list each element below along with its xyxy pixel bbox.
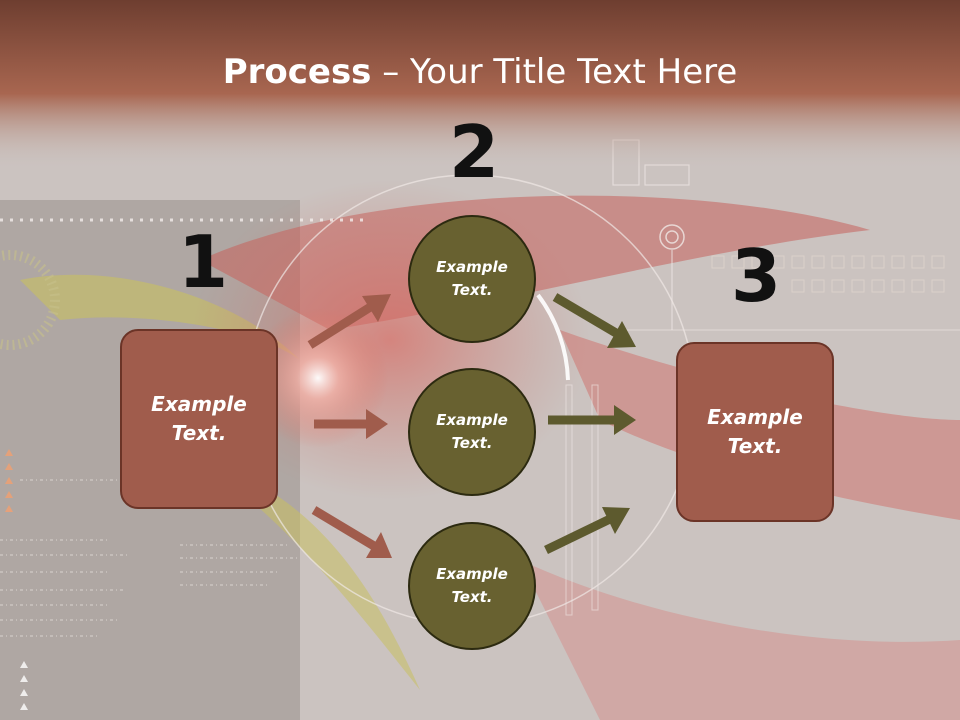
step-number-3: 3	[731, 234, 782, 318]
step-number-1: 1	[178, 220, 229, 304]
arrow-left-middle	[314, 409, 388, 439]
left-step-text: Example Text.	[151, 392, 247, 445]
circle-bottom-text: Example Text.	[436, 565, 508, 606]
title-rest: – Your Title Text Here	[371, 52, 738, 92]
circle-top-text: Example Text.	[436, 258, 508, 299]
arrow-left-up	[307, 294, 391, 349]
right-step-text: Example Text.	[707, 405, 803, 458]
step-number-2: 2	[449, 110, 500, 194]
arrow-right-down	[552, 293, 636, 348]
circle-middle[interactable]: Example Text.	[408, 368, 536, 496]
right-step-box[interactable]: Example Text.	[676, 342, 834, 522]
arrow-right-middle	[548, 405, 636, 435]
arrow-right-up	[544, 507, 630, 555]
title-bold: Process	[222, 52, 372, 92]
circle-top[interactable]: Example Text.	[408, 215, 536, 343]
circle-bottom[interactable]: Example Text.	[408, 522, 536, 650]
left-step-box[interactable]: Example Text.	[120, 329, 278, 509]
circle-middle-text: Example Text.	[436, 411, 508, 452]
arrow-left-down	[311, 506, 392, 558]
slide-title: Process – Your Title Text Here	[0, 52, 960, 92]
